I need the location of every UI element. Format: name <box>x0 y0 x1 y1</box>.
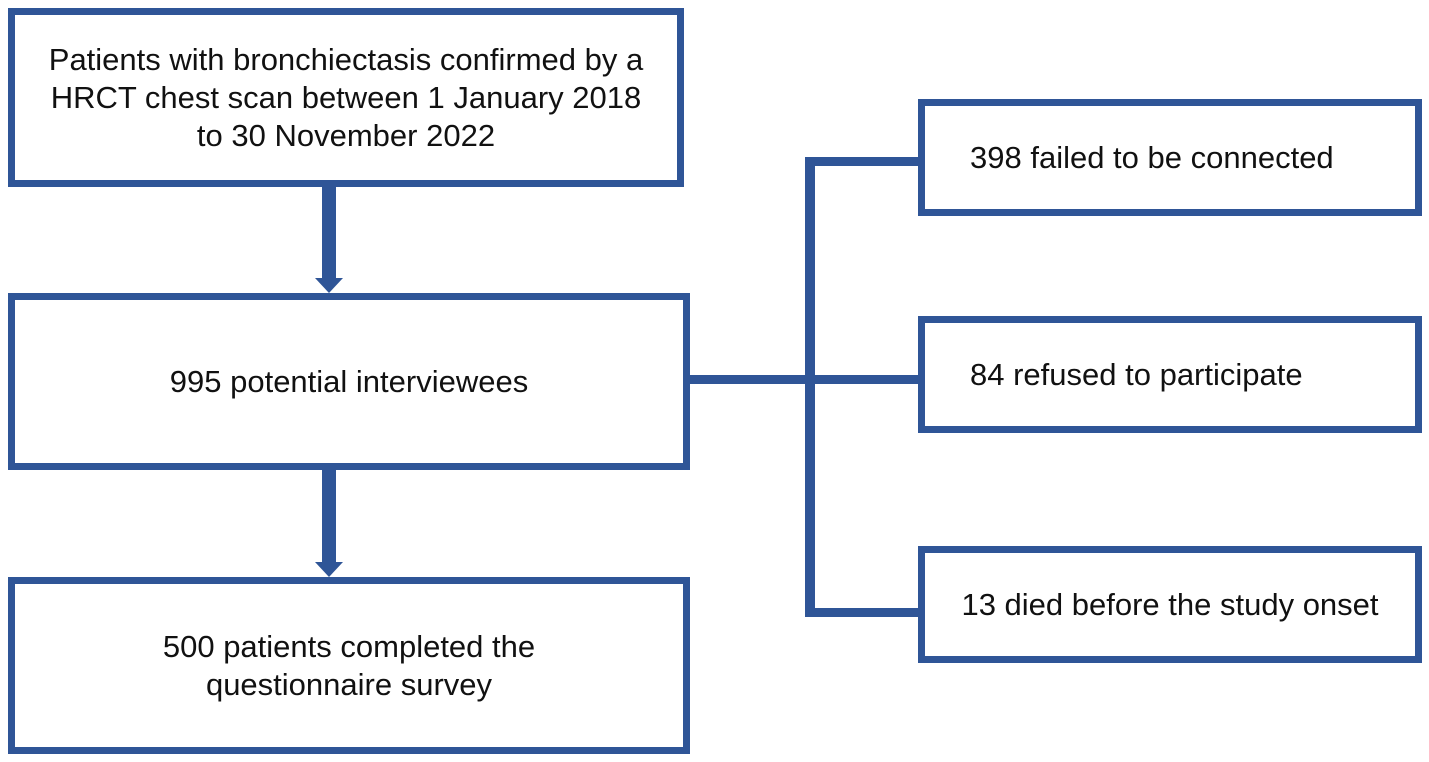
arrow-source-to-potential <box>315 187 343 293</box>
arrow-potential-to-completed <box>315 470 343 577</box>
node-source-population: Patients with bronchiectasis confirmed b… <box>8 8 684 187</box>
node-died-before-onset: 13 died before the study onset <box>918 546 1422 663</box>
branch-connector <box>690 157 918 617</box>
node-source-population-label: Patients with bronchiectasis confirmed b… <box>48 41 644 153</box>
node-completed-survey-label: 500 patients completed the questionnaire… <box>162 628 536 702</box>
node-failed-connection-label: 398 failed to be connected <box>970 139 1334 175</box>
node-refused-participation: 84 refused to participate <box>918 316 1422 433</box>
branch-to-refused <box>805 375 918 384</box>
branch-vertical-trunk <box>805 157 815 617</box>
branch-to-died <box>805 608 918 617</box>
node-completed-survey: 500 patients completed the questionnaire… <box>8 577 690 754</box>
node-failed-connection: 398 failed to be connected <box>918 99 1422 216</box>
node-died-before-onset-label: 13 died before the study onset <box>961 586 1379 622</box>
branch-to-failed <box>805 157 918 166</box>
node-potential-interviewees-label: 995 potential interviewees <box>169 363 529 399</box>
branch-horizontal-main <box>690 375 808 384</box>
node-potential-interviewees: 995 potential interviewees <box>8 293 690 470</box>
node-refused-participation-label: 84 refused to participate <box>970 356 1303 392</box>
